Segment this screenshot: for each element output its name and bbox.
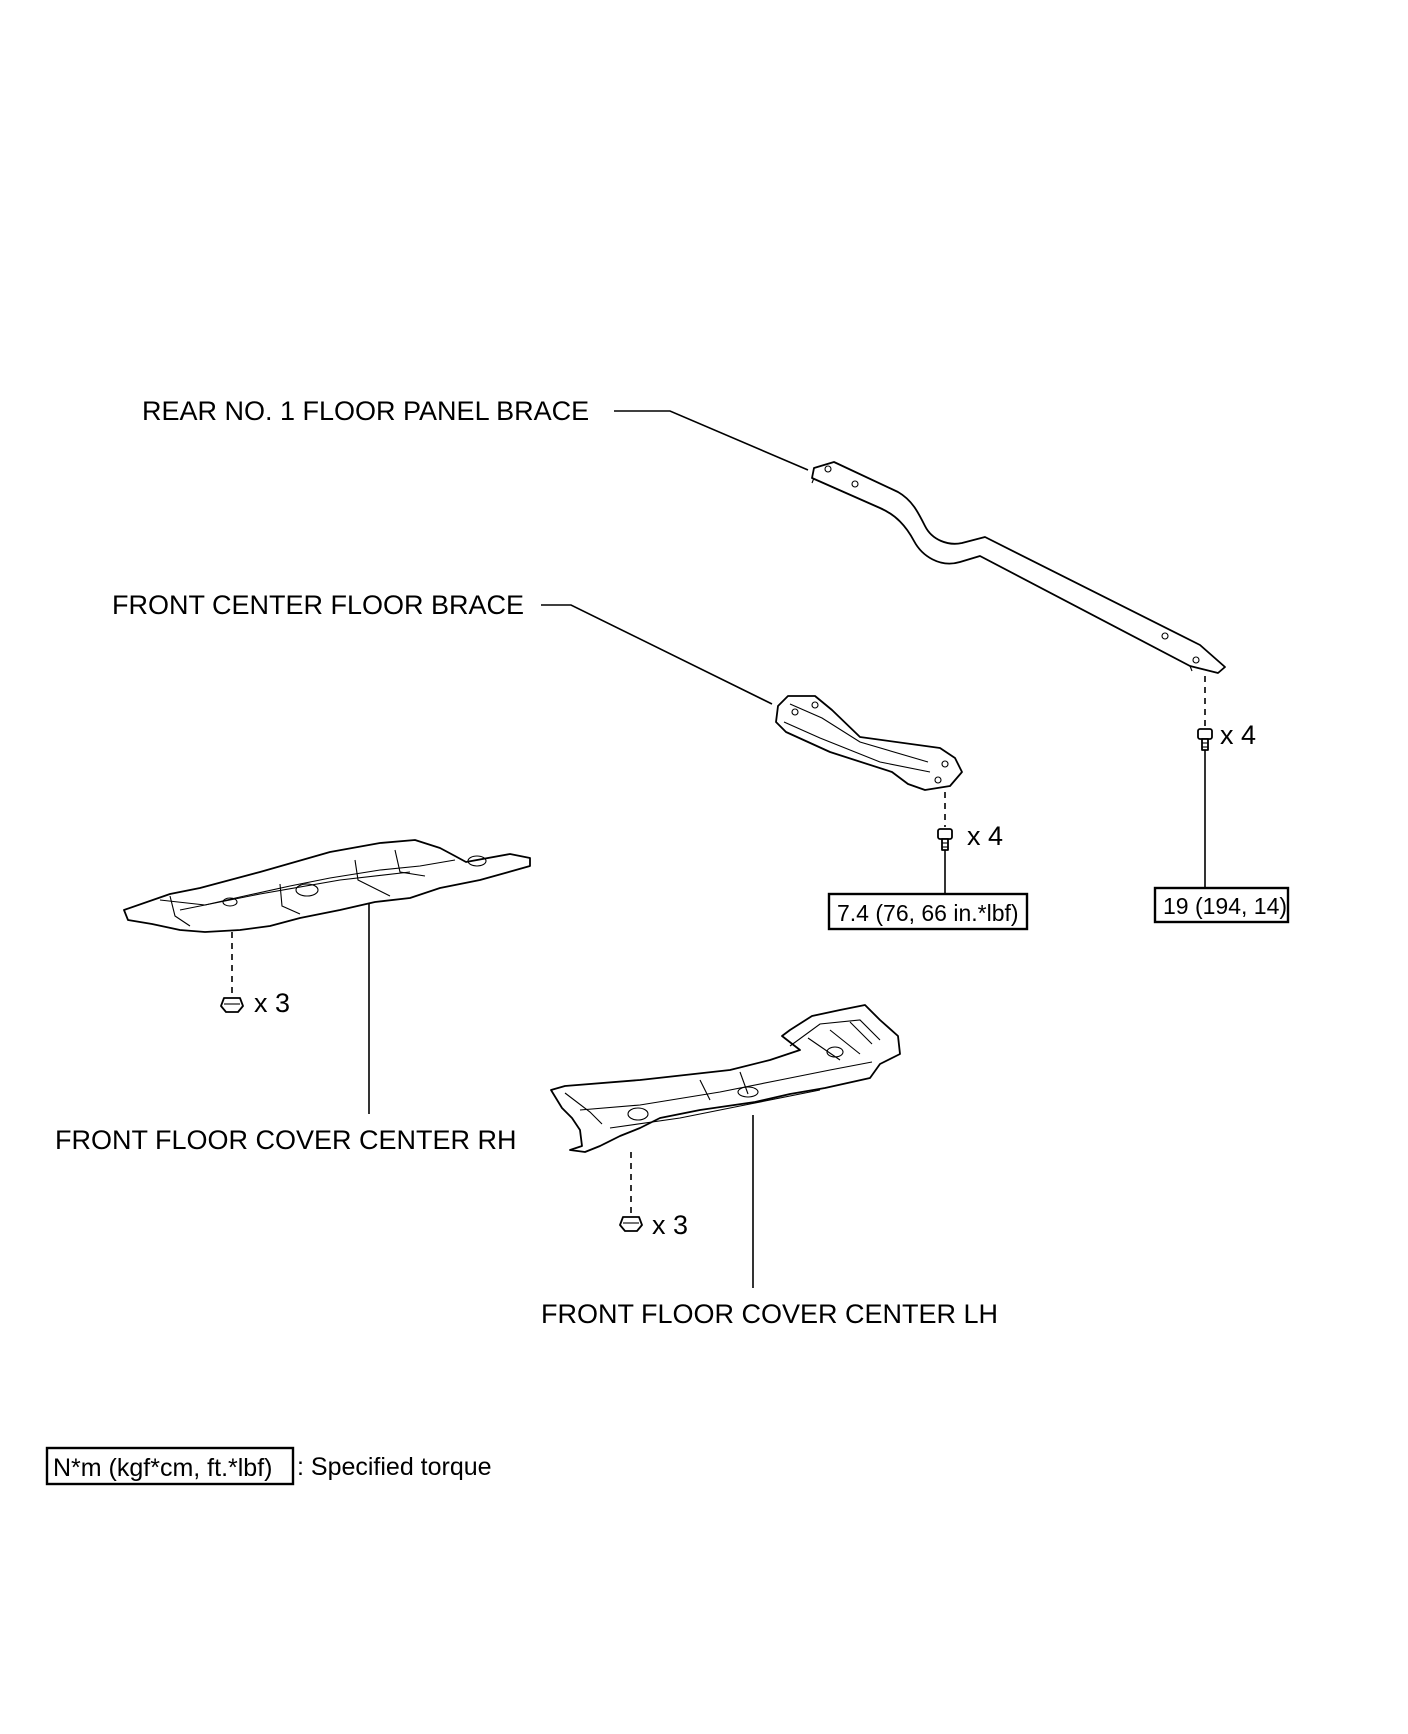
rear-brace-hole <box>1192 656 1200 664</box>
cover-rh-part <box>123 839 531 933</box>
front-brace-torque-box <box>827 892 1029 931</box>
rear-brace-part <box>811 461 1226 674</box>
cover-lh-boss <box>627 1107 649 1121</box>
rear-brace-edge <box>811 477 815 484</box>
rear-brace-edge-end <box>1189 665 1193 672</box>
bolt-icon <box>1197 728 1213 751</box>
cover-lh-rib <box>564 1092 603 1125</box>
rear-brace-group: REAR NO. 1 FLOOR PANEL BRACE x 4 19 (194… <box>142 396 1290 924</box>
cover-lh-rib <box>579 1061 873 1111</box>
rear-brace-torque-box <box>1153 886 1290 924</box>
cover-rh-boss <box>295 883 319 897</box>
cover-lh-part <box>550 1004 901 1153</box>
front-brace-rib <box>789 703 929 763</box>
cover-rh-rib <box>179 871 411 911</box>
cover-lh-rib <box>849 1021 873 1045</box>
rear-brace-bolt-count: x 4 <box>1220 720 1256 750</box>
front-brace-torque-value: 7.4 (76, 66 in.*lbf) <box>837 900 1019 926</box>
front-brace-leader <box>541 604 773 705</box>
legend-unit-text: N*m (kgf*cm, ft.*lbf) <box>53 1454 272 1482</box>
front-brace-hole <box>941 760 949 768</box>
cover-lh-rib <box>829 1029 861 1055</box>
legend-unit-box <box>45 1446 295 1486</box>
cover-lh-rib <box>739 1071 749 1095</box>
front-brace-rib <box>783 721 931 773</box>
cover-rh-rib <box>354 859 391 897</box>
rear-brace-leader <box>614 410 809 471</box>
cover-lh-rib <box>789 1019 881 1047</box>
cover-rh-rib <box>169 895 191 927</box>
rear-brace-hole <box>824 465 832 473</box>
rear-brace-hole <box>1161 632 1169 640</box>
cover-lh-nut-count: x 3 <box>652 1210 688 1240</box>
cover-lh-label: FRONT FLOOR COVER CENTER LH <box>541 1299 998 1329</box>
cover-lh-rib <box>609 1089 821 1129</box>
cover-rh-nut-count: x 3 <box>254 988 290 1018</box>
front-brace-hole <box>791 708 799 716</box>
cover-lh-group: x 3 FRONT FLOOR COVER CENTER LH <box>541 1004 998 1329</box>
rear-brace-torque-value: 19 (194, 14) <box>1163 893 1287 919</box>
legend-description: : Specified torque <box>297 1453 492 1481</box>
rear-brace-hole <box>851 480 859 488</box>
front-brace-hole <box>811 701 819 709</box>
nut-icon <box>220 997 244 1013</box>
cover-rh-boss <box>467 855 487 867</box>
cover-lh-rib <box>699 1079 711 1101</box>
cover-rh-group: x 3 FRONT FLOOR COVER CENTER RH <box>55 839 531 1155</box>
front-brace-hole <box>934 776 942 784</box>
cover-rh-rib <box>279 883 301 915</box>
cover-lh-boss <box>826 1046 844 1058</box>
nut-icon <box>619 1216 643 1232</box>
front-brace-group: FRONT CENTER FLOOR BRACE x 4 7.4 (76, 66… <box>112 590 1029 931</box>
front-brace-label: FRONT CENTER FLOOR BRACE <box>112 590 524 620</box>
cover-rh-rib <box>394 849 426 877</box>
cover-rh-boss <box>222 897 238 907</box>
cover-lh-rib <box>807 1037 841 1061</box>
bolt-icon <box>937 828 953 851</box>
cover-rh-label: FRONT FLOOR COVER CENTER RH <box>55 1125 517 1155</box>
front-brace-part <box>775 695 963 791</box>
rear-brace-label: REAR NO. 1 FLOOR PANEL BRACE <box>142 396 589 426</box>
cover-lh-boss <box>737 1086 759 1098</box>
front-brace-bolt-count: x 4 <box>967 821 1003 851</box>
torque-legend: N*m (kgf*cm, ft.*lbf) : Specified torque <box>45 1446 492 1486</box>
